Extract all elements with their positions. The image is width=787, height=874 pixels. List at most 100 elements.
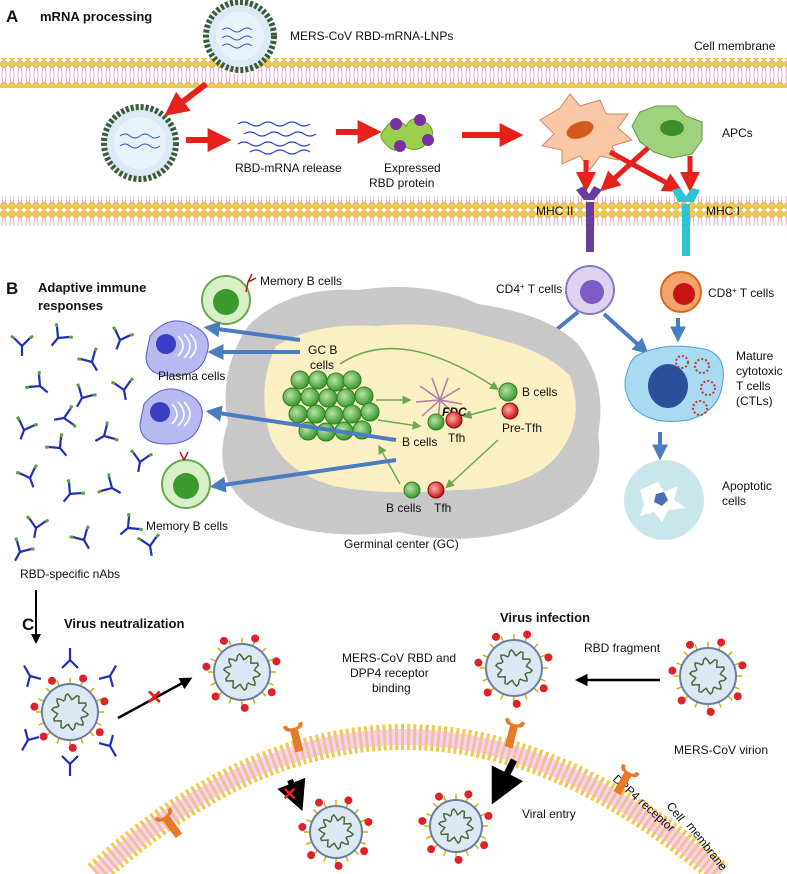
- tfh-cell-pair1: [445, 411, 463, 429]
- antibody-icon: [111, 325, 135, 350]
- virion-icon: [418, 790, 493, 864]
- antibody-icon: [14, 537, 35, 562]
- antibody-icon: [10, 334, 34, 356]
- expressed-label-2: RBD protein: [369, 176, 434, 190]
- section-b-title-2: responses: [38, 298, 103, 313]
- dpp4-receptors: [154, 717, 640, 839]
- neutralizing-antibody: [21, 728, 40, 751]
- apoptotic-label-2: cells: [722, 494, 746, 508]
- antibody-icon: [15, 415, 39, 440]
- inner-cell-membrane: [0, 196, 787, 226]
- section-c-neutralization-title: Virus neutralization: [64, 616, 184, 631]
- antibody-icon: [94, 421, 119, 442]
- section-a-title: mRNA processing: [40, 9, 152, 24]
- neutralizing-antibody: [61, 648, 79, 669]
- cd8-t-cell: [660, 271, 702, 313]
- germinal-center-inner: [264, 324, 576, 493]
- section-a-letter: A: [6, 7, 18, 26]
- virion-group: [21, 630, 747, 870]
- arrow-lnp-entry: [164, 81, 208, 116]
- antibody-icon: [110, 377, 135, 401]
- neutralizing-antibody: [98, 665, 117, 688]
- apcs-label: APCs: [722, 126, 753, 140]
- gc-b-label-2: cells: [310, 358, 334, 372]
- nabs-label: RBD-specific nAbs: [20, 567, 120, 581]
- antibody-icon: [97, 473, 122, 494]
- virion-icon: [668, 638, 747, 716]
- tfh-label-2: Tfh: [434, 501, 451, 515]
- antibody-icon: [76, 383, 97, 408]
- section-c-infection-title: Virus infection: [500, 610, 590, 625]
- mhc2-label: MHC II: [536, 204, 573, 218]
- cd8-label: CD8+ T cells: [708, 286, 774, 301]
- gc-cycle-arrows: [339, 347, 499, 489]
- arrow-cd4-to-ctl: [602, 312, 649, 355]
- binding-label-3: binding: [372, 681, 411, 695]
- antibody-icon: [25, 515, 50, 539]
- gc-b-label-1: GC B: [308, 343, 337, 357]
- memory-b-cell-bottom: [161, 451, 211, 509]
- gc-b-cell-cluster: [282, 370, 380, 442]
- antibody-icon: [77, 347, 98, 372]
- cell-membrane-label: Cell membrane: [694, 39, 776, 53]
- rbd-protein-icon: [380, 114, 434, 152]
- antibody-icon: [62, 478, 86, 503]
- germinal-center-label: Germinal center (GC): [344, 537, 459, 551]
- section-c-letter: C: [22, 615, 34, 634]
- gc-output-arrows: [203, 321, 397, 493]
- apoptotic-cell: [624, 460, 704, 540]
- neutralizing-antibody: [61, 755, 79, 776]
- virion-icon: [298, 796, 373, 870]
- antibody-icon: [53, 404, 77, 429]
- ctl-cell: [624, 345, 724, 422]
- arrow-viral-entry: [491, 758, 524, 805]
- antibody-icon: [119, 512, 144, 536]
- section-b-letter: B: [6, 279, 18, 298]
- cd4-label: CD4+ T cells: [496, 282, 562, 297]
- b-cell-right: [498, 382, 518, 402]
- plasma-cell-lower: [139, 388, 203, 445]
- memory-b-cell-top: [201, 273, 257, 325]
- plasma-cell-upper: [145, 320, 209, 377]
- virion-icon: [474, 630, 553, 708]
- ctl-label-2: cytotoxic: [736, 364, 783, 378]
- lnp-particle-inside: [101, 104, 179, 182]
- section-b-title-1: Adaptive immune: [38, 280, 146, 295]
- antibody-icon: [15, 463, 39, 488]
- lnp-label: MERS-CoV RBD-mRNA-LNPs: [290, 29, 453, 43]
- mhc1-label: MHC I: [706, 204, 740, 218]
- arrow-blocked-binding: [117, 677, 193, 720]
- memory-b-bottom-label: Memory B cells: [146, 519, 228, 533]
- tfh-cell-pair2: [427, 481, 445, 499]
- apc-macrophage-nucleus: [660, 120, 684, 136]
- ctl-label-1: Mature: [736, 349, 774, 363]
- virion-icon: [202, 634, 281, 712]
- tfh-label-1: Tfh: [448, 431, 465, 445]
- block-mark-binding: ✕: [146, 687, 163, 709]
- expressed-label-1: Expressed: [384, 161, 441, 175]
- virion-label: MERS-CoV virion: [674, 743, 768, 757]
- lnp-particle-top: [203, 0, 277, 73]
- pre-tfh-label: Pre-Tfh: [502, 421, 542, 435]
- antibody-icon: [129, 449, 154, 473]
- apc-dendritic-nucleus: [566, 121, 594, 139]
- antibody-icon: [24, 370, 49, 394]
- mhc1-receptor: [672, 188, 700, 256]
- antibody-icon: [50, 322, 74, 347]
- neutralizing-antibody: [23, 665, 42, 688]
- plasma-cells-label: Plasma cells: [158, 369, 225, 383]
- rbd-fragment-label: RBD fragment: [584, 641, 661, 655]
- mhc2-receptor: [576, 186, 602, 252]
- curved-membrane-core: [90, 729, 726, 874]
- b-cells-right-label: B cells: [522, 385, 557, 399]
- b-cells-mid-label: B cells: [402, 435, 437, 449]
- ctl-label-3: T cells: [736, 379, 770, 393]
- antibody-icon: [136, 533, 161, 557]
- antibody-icon: [69, 525, 90, 550]
- rna-release-label: RBD-mRNA release: [235, 161, 342, 175]
- memory-b-top-label: Memory B cells: [260, 274, 342, 288]
- neutralizing-antibody: [98, 734, 117, 757]
- mrna-strands: [237, 121, 317, 155]
- arrows-to-mhc: [576, 146, 700, 192]
